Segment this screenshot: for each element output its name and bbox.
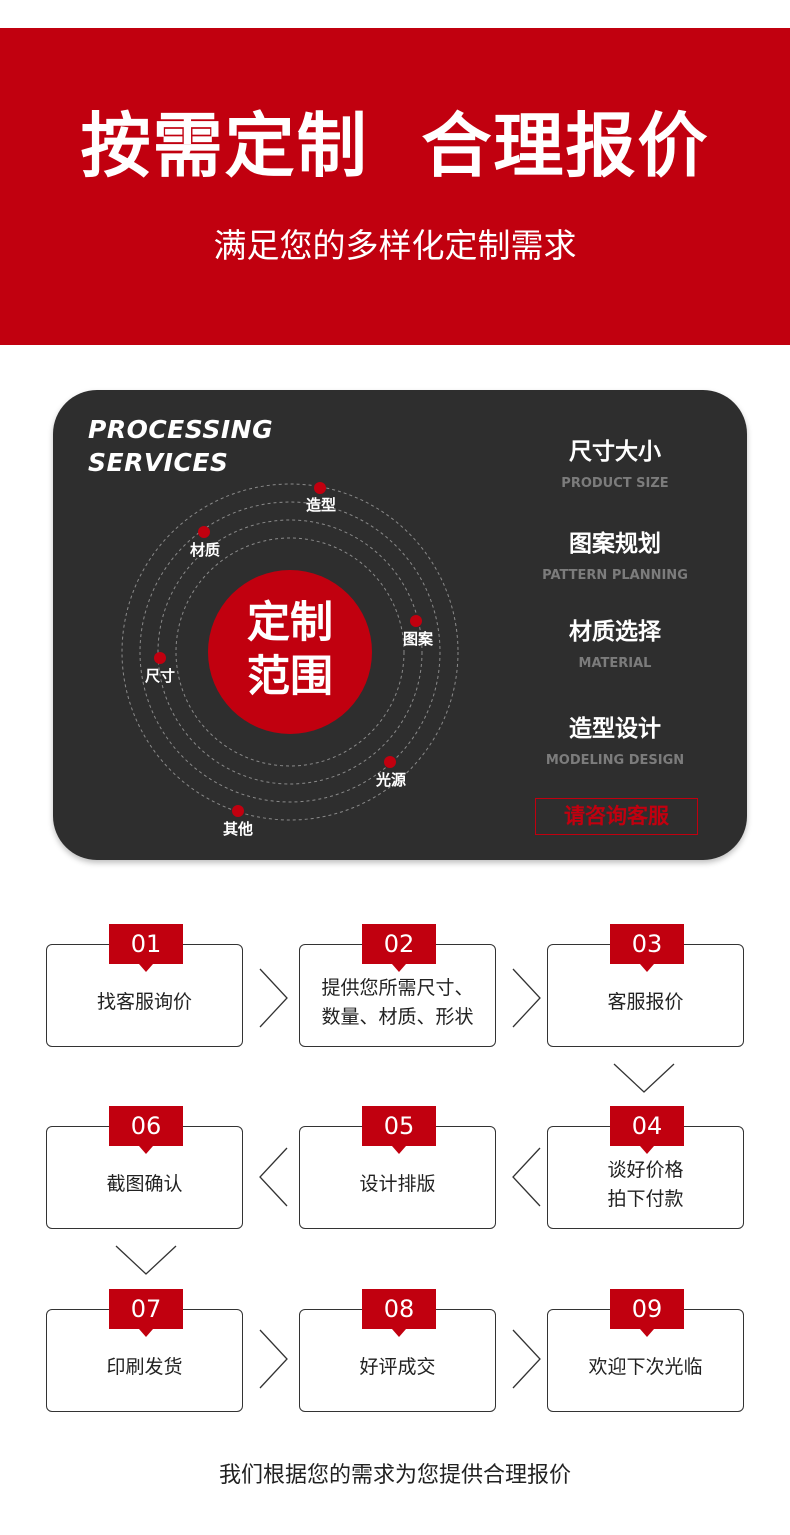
orbit-ring-2 [139, 501, 441, 803]
orbit-label-pattern: 图案 [402, 630, 433, 648]
service-title: 图案规划 [569, 531, 661, 557]
orbit-dot-material [198, 526, 210, 538]
footer-text: 我们根据您的需求为您提供合理报价 [218, 1463, 571, 1488]
step-text: 找客服询价 [96, 991, 192, 1013]
service-subtitle: PATTERN PLANNING [542, 568, 688, 583]
step-number-badge: 02 [362, 924, 436, 972]
center-label-line2: 范围 [247, 652, 333, 702]
step-text: 欢迎下次光临 [588, 1356, 703, 1378]
orbit-ring-inner [175, 537, 405, 767]
service-item-pattern: 图案规划 PATTERN PLANNING [530, 529, 700, 585]
service-title: 尺寸大小 [569, 439, 661, 465]
center-label: 定制 范围 [210, 596, 370, 704]
step-text: 好评成交 [359, 1356, 436, 1378]
orbit-dot-light [384, 756, 396, 768]
center-circle [208, 570, 372, 734]
step-card-02: 提供您所需尺寸、 数量、材质、形状 [299, 944, 496, 1047]
service-subtitle: PRODUCT SIZE [561, 476, 669, 491]
chevron-right-icon [259, 968, 288, 1028]
service-item-size: 尺寸大小 PRODUCT SIZE [530, 437, 700, 493]
orbit-label-light: 光源 [375, 771, 406, 789]
step-card-01: 找客服询价 [46, 944, 243, 1047]
panel-heading-line1: PROCESSING [88, 415, 274, 444]
chevron-left-icon [512, 1147, 541, 1207]
chevron-down-icon [115, 1245, 177, 1275]
step-card-03: 客服报价 [547, 944, 744, 1047]
orbit-label-size: 尺寸 [144, 667, 175, 685]
chevron-right-icon [512, 1329, 541, 1389]
orbit-ring-3 [157, 519, 423, 785]
chevron-left-icon [259, 1147, 288, 1207]
step-number-badge: 04 [610, 1106, 684, 1154]
step-number-badge: 06 [109, 1106, 183, 1154]
service-subtitle: MATERIAL [578, 656, 652, 671]
orbit-dot-shape [314, 482, 326, 494]
orbit-label-material: 材质 [189, 541, 220, 559]
service-subtitle: MODELING DESIGN [545, 753, 685, 768]
step-number-badge: 01 [109, 924, 183, 972]
chevron-right-icon [259, 1329, 288, 1389]
orbit-label-other: 其他 [222, 820, 253, 838]
step-number-badge: 03 [610, 924, 684, 972]
chevron-down-icon [613, 1063, 675, 1093]
panel-heading: PROCESSING SERVICES [88, 413, 308, 479]
center-label-line1: 定制 [247, 598, 333, 648]
step-text: 设计排版 [359, 1173, 436, 1195]
service-title: 材质选择 [569, 619, 661, 645]
orbit-dot-size [154, 652, 166, 664]
processing-services-panel [53, 390, 747, 860]
step-number-badge: 07 [109, 1289, 183, 1337]
step-number-badge: 09 [610, 1289, 684, 1337]
step-text: 截图确认 [106, 1173, 183, 1195]
step-text: 印刷发货 [106, 1356, 183, 1378]
service-title: 造型设计 [569, 716, 661, 742]
orbit-ring-outer [121, 483, 459, 821]
orbit-dot-other [232, 805, 244, 817]
banner-subtitle: 满足您的多样化定制需求 [213, 226, 577, 265]
step-text: 谈好价格 拍下付款 [607, 1158, 684, 1210]
chevron-right-icon [512, 968, 541, 1028]
step-text: 提供您所需尺寸、 数量、材质、形状 [321, 976, 474, 1028]
service-item-modeling: 造型设计 MODELING DESIGN [530, 714, 700, 770]
orbit-label-shape: 造型 [305, 496, 336, 514]
orbit-dot-pattern [410, 615, 422, 627]
step-number-badge: 08 [362, 1289, 436, 1337]
banner-title: 按需定制 合理报价 [80, 105, 710, 187]
step-text: 客服报价 [607, 991, 684, 1013]
service-item-material: 材质选择 MATERIAL [530, 617, 700, 673]
consult-service-button[interactable]: 请咨询客服 [535, 798, 698, 835]
panel-heading-line2: SERVICES [88, 448, 229, 477]
hero-banner [0, 28, 790, 345]
step-number-badge: 05 [362, 1106, 436, 1154]
